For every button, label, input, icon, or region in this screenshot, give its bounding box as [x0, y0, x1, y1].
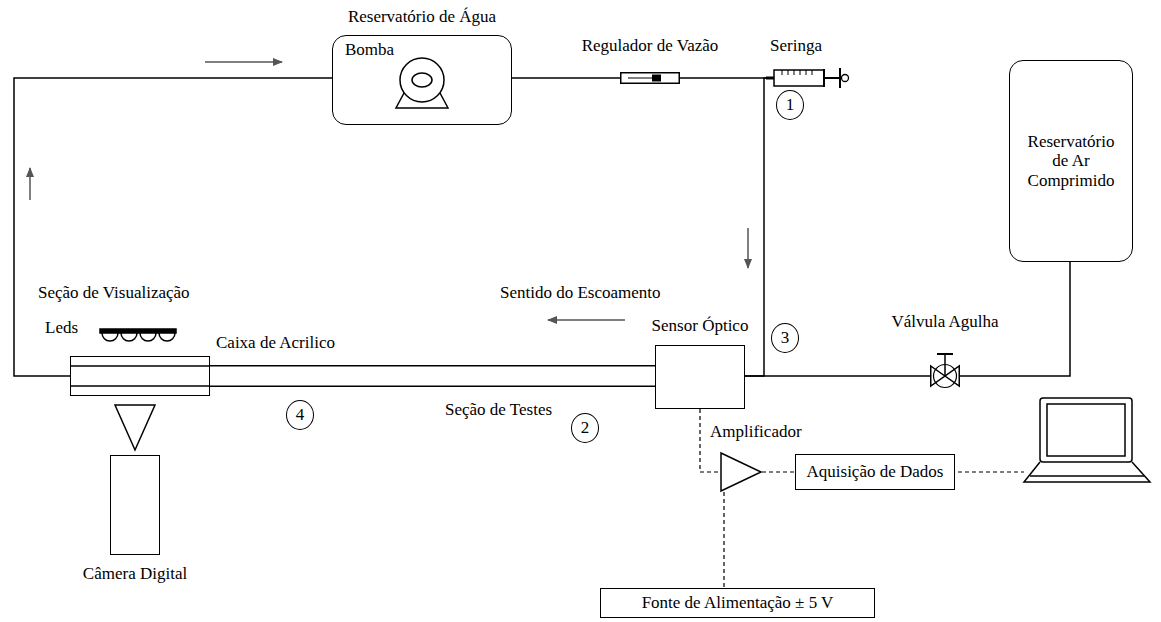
test-section-tube [210, 367, 655, 386]
pipe-line [14, 78, 332, 376]
power-supply-box: Fonte de Alimentação ± 5 V [600, 588, 875, 618]
node-text: 3 [781, 328, 790, 348]
shape-outline [766, 66, 850, 90]
shape-outline [621, 73, 680, 84]
flow-arrow [29, 168, 31, 200]
section-label: Seção de Visualização [38, 283, 190, 303]
shape-outline [720, 452, 762, 492]
shape-outline [620, 72, 680, 84]
section-label: Seção de Testes [445, 400, 552, 420]
shape-outline [628, 78, 652, 79]
callout-circle: 3 [771, 323, 799, 353]
flow-arrow [548, 319, 625, 321]
node-label: Seringa [770, 36, 822, 56]
test-section-tube [210, 376, 655, 377]
laptop-icon [1024, 462, 1150, 482]
shape-outline [842, 75, 849, 82]
pipe-line [512, 77, 620, 79]
shape-outline [823, 69, 825, 87]
signal-wire [762, 471, 795, 472]
callout-circle: 1 [776, 90, 804, 120]
flow-arrow [205, 61, 282, 63]
laptop-icon [1030, 475, 1144, 477]
signal-wire [762, 472, 795, 473]
acrylic-box: Caixa de Acrilico [70, 356, 210, 396]
shape-outline [930, 350, 960, 386]
shape-outline [652, 75, 661, 82]
camera-body: Câmera Digital [110, 455, 160, 555]
node-label: Regulador de Vazão [582, 36, 719, 56]
node-text: Aquisição de Dados [807, 462, 944, 482]
node-label: Amplificador [710, 422, 802, 442]
flow-regulator: Regulador de Vazão [620, 72, 680, 84]
callout-circle: 4 [286, 400, 314, 430]
signal-wire [724, 492, 725, 588]
node-label: Bomba [345, 40, 394, 60]
signal-wire [958, 471, 1024, 472]
pump-symbol [396, 93, 448, 108]
pump-symbol [412, 73, 432, 87]
acrylic-tube [70, 365, 210, 367]
syringe-symbol: Seringa [766, 66, 850, 90]
section-label: Sentido do Escoamento [500, 283, 661, 303]
pump-symbol [400, 58, 444, 102]
pipe-line [745, 375, 930, 377]
node-label: Câmera Digital [83, 564, 187, 584]
laptop-icon [1024, 398, 1150, 482]
shape-outline [824, 77, 840, 79]
shape-outline [766, 77, 774, 80]
signal-wire [723, 492, 724, 588]
tank-box: Reservatório de ÁguaBomba [332, 35, 512, 125]
shape-outline [944, 355, 946, 376]
node-label: Sensor Óptico [652, 316, 749, 336]
acrylic-tube [70, 366, 210, 386]
node-text: Fonte de Alimentação ± 5 V [642, 593, 834, 613]
shape-outline [937, 353, 953, 355]
sensor-box: Sensor Óptico [655, 345, 745, 409]
pipe-line [680, 77, 766, 79]
signal-wire [958, 471, 1024, 472]
amplifier-symbol: Amplificador [720, 452, 762, 492]
node-label: Reservatório de Água [348, 7, 496, 27]
node-text: 4 [296, 405, 305, 425]
pipe-line [512, 78, 620, 79]
camera-lens [115, 405, 155, 450]
pipe-line [745, 376, 930, 377]
led-strip [102, 333, 175, 341]
pipe-line [14, 78, 332, 376]
shape-outline [721, 453, 761, 491]
node-text: 1 [786, 95, 795, 115]
node-text: Reservatório de Ar Comprimido [1018, 132, 1124, 191]
led-strip [100, 329, 176, 333]
node-label: Caixa de Acrilico [216, 333, 335, 353]
callout-circle: 2 [571, 413, 599, 443]
camera-lens [115, 405, 155, 450]
laptop-icon [1047, 404, 1125, 456]
led-strip [100, 329, 176, 341]
acrylic-tube [70, 385, 210, 387]
node-text: 2 [581, 418, 590, 438]
part-label: Leds [45, 318, 78, 338]
pipe-line [680, 78, 766, 79]
flow-arrow [747, 228, 749, 268]
shape-outline [839, 68, 841, 88]
air-tank-box: Reservatório de Ar Comprimido [1009, 60, 1133, 262]
process-box: Aquisição de Dados [795, 454, 955, 490]
pump-symbol [396, 58, 448, 108]
shape-outline [774, 70, 824, 86]
test-section-tube [210, 365, 655, 387]
laptop-icon [1040, 398, 1132, 462]
shape-outline [782, 70, 812, 75]
node-label: Válvula Agulha [891, 312, 998, 332]
flow-arrow [30, 62, 748, 320]
shape-outline [934, 365, 957, 388]
needle-valve: Válvula Agulha [930, 350, 960, 386]
